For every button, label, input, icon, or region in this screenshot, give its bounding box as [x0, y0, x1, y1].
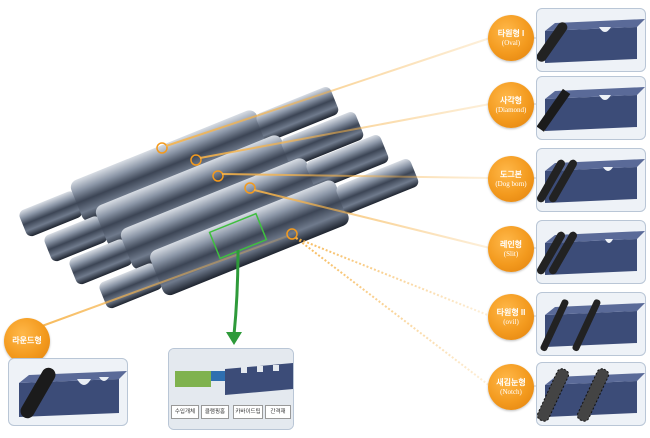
marker-circle [190, 154, 202, 166]
roll-shaft [99, 159, 419, 309]
badge-label-ko: 타원형 I [497, 28, 525, 38]
badge-label-en: (Diamond) [495, 105, 527, 114]
badge-oval-1: 타원형 I (Oval) [488, 15, 534, 61]
inset-label: 클램핑홈 [201, 405, 229, 419]
roll-shaft [19, 87, 339, 237]
inset-label: 간격재 [265, 405, 291, 419]
badge-dog-born: 도그본 (Dog born) [488, 156, 534, 202]
panel-dog-born [536, 148, 646, 212]
badge-oval-2: 타원형 II (ovil) [488, 294, 534, 340]
badge-label-ko: 도그본 [499, 169, 523, 179]
badge-notch: 새김눈형 (Notch) [488, 364, 534, 410]
leader-lines [41, 37, 491, 387]
inset-label: 카바이드팁 [233, 405, 263, 419]
marker-circle [212, 170, 224, 182]
badge-label-ko: 라운드형 [12, 336, 42, 345]
badge-label-en: (ovil) [503, 317, 519, 326]
arrow-down-icon [232, 249, 240, 336]
inset-label: 수입개체 [171, 405, 199, 419]
panel-slit [536, 220, 646, 284]
badge-label-ko: 새김눈형 [496, 377, 526, 387]
badge-slit: 레인형 (Slit) [488, 226, 534, 272]
roll-shaft [44, 112, 364, 262]
panel-notch [536, 362, 646, 426]
arrow-head-icon [226, 332, 242, 345]
inset-detail: 수입개체 클램핑홈 카바이드팁 간격재 [168, 348, 294, 430]
badge-label-ko: 타원형 II [496, 307, 526, 317]
panel-round [8, 358, 128, 426]
badge-diamond: 사각형 (Diamond) [488, 82, 534, 128]
badge-label-en: (Notch) [500, 387, 522, 396]
badge-label-en: (Slit) [503, 249, 519, 258]
badge-label-en: (Oval) [501, 38, 521, 47]
badge-label-ko: 사각형 [499, 95, 523, 105]
panel-oval-2 [536, 292, 646, 356]
marker-circle [244, 182, 256, 194]
badge-round: 라운드형 [4, 318, 50, 364]
marker-circle [286, 228, 298, 240]
badge-label-ko: 레인형 [499, 239, 523, 249]
badge-label-en: (Dog born) [495, 179, 527, 188]
marker-circle [156, 142, 168, 154]
highlight-box [208, 212, 268, 260]
panel-oval-1 [536, 8, 646, 72]
panel-diamond [536, 76, 646, 140]
